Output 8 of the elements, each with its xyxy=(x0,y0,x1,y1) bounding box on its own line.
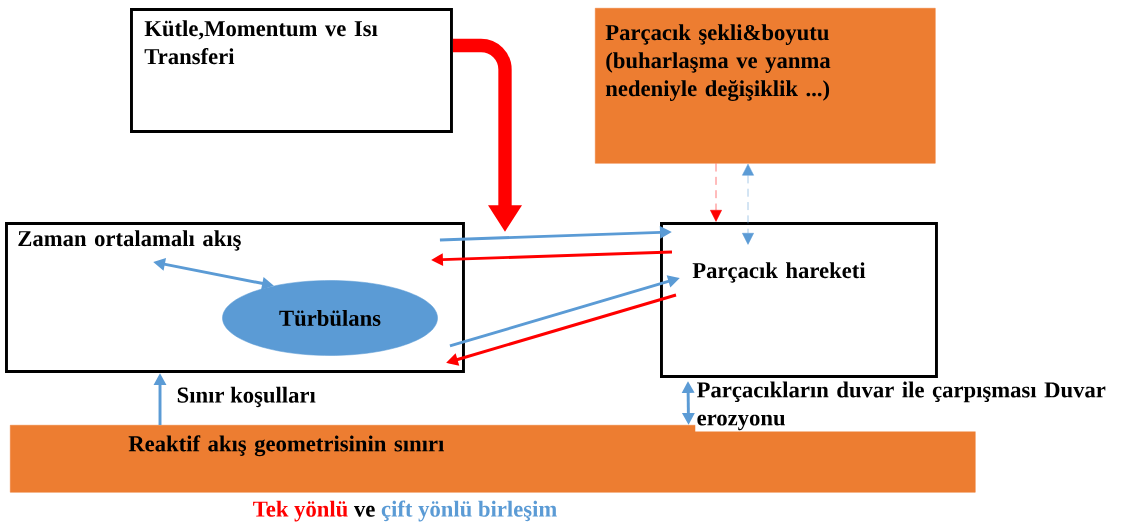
edge-label: Parçacıkların duvar ile çarpışması Duvar erozyonu xyxy=(695,380,1123,432)
arrow xyxy=(742,163,754,245)
process-box: Parçacık şekli&boyutu (buharlaşma ve yanma nedeniyle değişiklik ...) xyxy=(595,8,936,164)
caption-text: Tek yönlü ve çift yönlü birleşim xyxy=(253,500,557,522)
edge-label: Sınır koşulları xyxy=(175,385,318,409)
process-box: Kütle,Momentum ve Isı Transferi xyxy=(130,8,453,133)
process-box: Parçacık hareketi xyxy=(660,222,938,378)
arrow xyxy=(710,163,722,222)
